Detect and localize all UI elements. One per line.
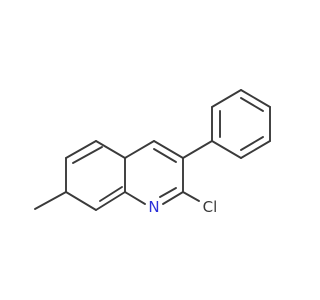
methyl-bond bbox=[34, 191, 67, 210]
bond bbox=[99, 186, 123, 202]
bond bbox=[182, 140, 213, 159]
molecule-structure: N Cl bbox=[0, 0, 300, 300]
bond bbox=[124, 140, 155, 159]
quinoline-pyridine-ring bbox=[124, 140, 184, 205]
nitrogen-atom-label: N bbox=[148, 198, 159, 216]
bond bbox=[211, 140, 242, 159]
bond bbox=[211, 89, 242, 108]
bond bbox=[240, 89, 271, 108]
chlorine-atom-label: Cl bbox=[203, 198, 218, 216]
bond bbox=[240, 140, 271, 159]
bond bbox=[65, 140, 97, 159]
chlorine-bond bbox=[182, 191, 200, 202]
bond bbox=[240, 136, 264, 151]
methyl-group bbox=[34, 191, 67, 210]
bond bbox=[162, 191, 184, 205]
bond bbox=[95, 191, 126, 211]
bond bbox=[124, 191, 146, 205]
quinoline-benzo-ring bbox=[65, 140, 126, 211]
phenyl-ring bbox=[182, 89, 271, 159]
background bbox=[0, 0, 300, 300]
bond bbox=[65, 191, 97, 211]
bond bbox=[159, 187, 177, 198]
bond bbox=[240, 97, 264, 112]
bond bbox=[153, 148, 177, 163]
bond bbox=[95, 140, 126, 159]
chloro-substituent bbox=[182, 191, 200, 202]
bond bbox=[153, 140, 184, 159]
bond bbox=[72, 146, 103, 164]
